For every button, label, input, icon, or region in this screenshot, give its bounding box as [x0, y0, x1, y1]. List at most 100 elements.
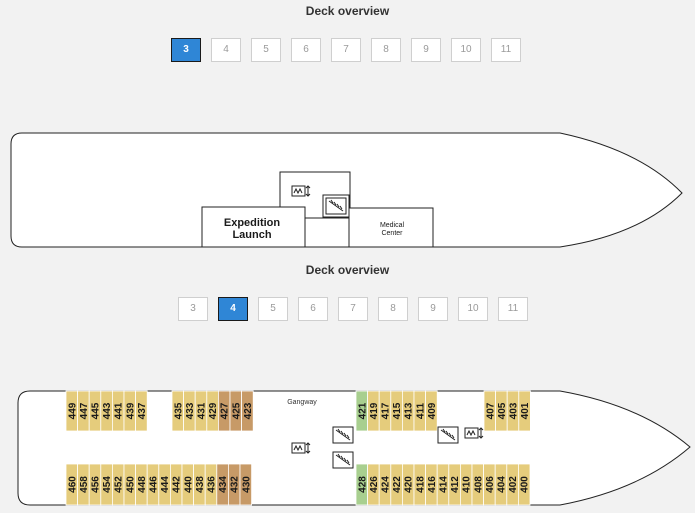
cabin-433[interactable]: 433	[183, 390, 196, 432]
deck-3-tab-10[interactable]: 10	[451, 38, 481, 62]
cabin-number: 404	[497, 476, 508, 493]
cabin-414[interactable]: 414	[436, 463, 450, 506]
cabin-418[interactable]: 418	[413, 463, 426, 506]
cabin-422[interactable]: 422	[390, 463, 403, 506]
cabin-413[interactable]: 413	[401, 390, 415, 432]
deck-4-tab-9[interactable]: 9	[418, 297, 448, 321]
cabin-number: 437	[137, 402, 148, 419]
cabin-401[interactable]: 401	[518, 390, 531, 432]
medical-center-room	[348, 207, 434, 248]
cabin-434[interactable]: 434	[216, 463, 229, 506]
cabin-412[interactable]: 412	[448, 463, 461, 506]
deck-3-tab-3[interactable]: 3	[171, 38, 201, 62]
cabin-number: 422	[392, 476, 403, 493]
cabin-number: 414	[439, 476, 450, 493]
cabin-number: 438	[195, 476, 206, 493]
cabin-number: 424	[381, 476, 392, 493]
cabin-446[interactable]: 446	[146, 463, 160, 506]
cabin-number: 449	[67, 402, 78, 419]
cabin-454[interactable]: 454	[100, 463, 113, 506]
elevator-icon	[291, 185, 311, 197]
deck-4-tab-7[interactable]: 7	[338, 297, 368, 321]
cabin-438[interactable]: 438	[193, 463, 206, 506]
cabin-416[interactable]: 416	[425, 463, 438, 506]
cabin-415[interactable]: 415	[390, 390, 403, 432]
cabin-417[interactable]: 417	[378, 390, 392, 432]
deck-3-tab-6[interactable]: 6	[291, 38, 321, 62]
cabin-427[interactable]: 427	[217, 390, 231, 432]
cabin-number: 416	[427, 476, 438, 493]
elevator-icon	[464, 427, 484, 439]
cabin-402[interactable]: 402	[506, 463, 519, 506]
cabin-426[interactable]: 426	[367, 463, 380, 506]
cabin-420[interactable]: 420	[401, 463, 415, 506]
cabin-number: 446	[149, 476, 160, 493]
cabin-442[interactable]: 442	[169, 463, 183, 506]
cabin-437[interactable]: 437	[135, 390, 148, 432]
cabin-419[interactable]: 419	[367, 390, 380, 432]
deck-4-tab-10[interactable]: 10	[458, 297, 488, 321]
cabin-403[interactable]: 403	[506, 390, 520, 432]
cabin-431[interactable]: 431	[194, 390, 208, 432]
deck-3-tab-9[interactable]: 9	[411, 38, 441, 62]
cabin-448[interactable]: 448	[135, 463, 148, 506]
medical-center-label-2: Center	[381, 230, 403, 237]
cabin-number: 450	[125, 476, 136, 493]
cabin-number: 410	[462, 476, 473, 493]
cabin-409[interactable]: 409	[425, 390, 438, 432]
cabin-400[interactable]: 400	[518, 463, 531, 506]
cabin-408[interactable]: 408	[471, 463, 484, 506]
cabin-number: 429	[208, 402, 219, 419]
cabin-424[interactable]: 424	[378, 463, 392, 506]
cabin-423[interactable]: 423	[241, 390, 254, 432]
expedition-launch-label-2: Launch	[232, 229, 271, 241]
cabin-458[interactable]: 458	[77, 463, 90, 506]
cabin-430[interactable]: 430	[239, 463, 252, 506]
cabin-number: 448	[137, 476, 148, 493]
cabin-440[interactable]: 440	[181, 463, 194, 506]
cabin-460[interactable]: 460	[65, 463, 78, 506]
cabin-411[interactable]: 411	[413, 390, 426, 432]
cabin-404[interactable]: 404	[494, 463, 508, 506]
cabin-450[interactable]: 450	[123, 463, 136, 506]
cabin-447[interactable]: 447	[77, 390, 90, 432]
deck-4-tab-3[interactable]: 3	[178, 297, 208, 321]
cabin-number: 407	[485, 402, 496, 419]
cabin-block	[518, 390, 531, 432]
cabin-452[interactable]: 452	[112, 463, 125, 506]
expedition-launch-label-1: Expedition	[224, 217, 281, 229]
cabin-429[interactable]: 429	[206, 390, 219, 432]
deck-4-tab-8[interactable]: 8	[378, 297, 408, 321]
cabin-449[interactable]: 449	[65, 390, 78, 432]
cabin-443[interactable]: 443	[100, 390, 113, 432]
cabin-425[interactable]: 425	[229, 390, 242, 432]
deck-4-tab-5[interactable]: 5	[258, 297, 288, 321]
cabin-410[interactable]: 410	[459, 463, 473, 506]
deck-4-tab-4[interactable]: 4	[218, 297, 248, 321]
cabin-432[interactable]: 432	[227, 463, 241, 506]
deck-3-tab-4[interactable]: 4	[211, 38, 241, 62]
gangway-label: Gangway	[287, 399, 317, 406]
deck-3-tab-7[interactable]: 7	[331, 38, 361, 62]
medical-center-label-1: Medical	[380, 222, 405, 229]
cabin-445[interactable]: 445	[88, 390, 102, 432]
cabin-428[interactable]: 428	[355, 463, 368, 506]
cabin-421[interactable]: 421	[355, 390, 368, 432]
deck-3-tab-11[interactable]: 11	[491, 38, 521, 62]
cabin-435[interactable]: 435	[171, 390, 184, 432]
cabin-441[interactable]: 441	[112, 390, 125, 432]
cabin-456[interactable]: 456	[88, 463, 102, 506]
cabin-407[interactable]: 407	[483, 390, 496, 432]
cabin-439[interactable]: 439	[123, 390, 136, 432]
cabin-444[interactable]: 444	[158, 463, 171, 506]
cabin-405[interactable]: 405	[495, 390, 508, 432]
deck-4-tab-11[interactable]: 11	[498, 297, 528, 321]
deck-3-tab-8[interactable]: 8	[371, 38, 401, 62]
cabin-number: 430	[241, 476, 252, 493]
cabin-436[interactable]: 436	[204, 463, 218, 506]
deck-4-tab-6[interactable]: 6	[298, 297, 328, 321]
deck-3-tab-5[interactable]: 5	[251, 38, 281, 62]
cabin-406[interactable]: 406	[483, 463, 496, 506]
cabin-number: 419	[369, 402, 380, 419]
